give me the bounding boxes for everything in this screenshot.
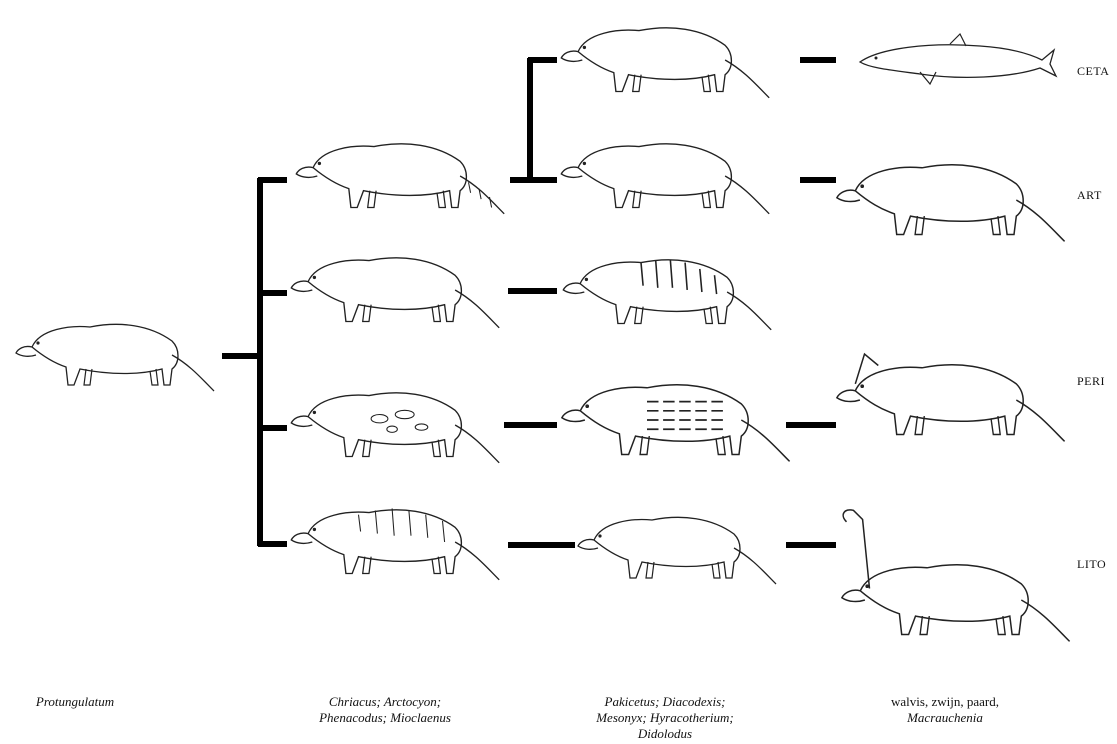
caption-col3-line1: Pakicetus; Diacodexis; bbox=[560, 694, 770, 710]
caption-column-3: Pakicetus; Diacodexis; Mesonyx; Hyracoth… bbox=[560, 694, 770, 742]
mioclaenus-drawing bbox=[291, 508, 499, 579]
phenacodus-drawing bbox=[291, 393, 499, 463]
didolodus-drawing bbox=[578, 517, 776, 584]
diacodexis-drawing bbox=[561, 144, 769, 214]
caption-col4-line1: walvis, zwijn, paard, bbox=[850, 694, 1040, 710]
group-label-lito: LITO bbox=[1077, 557, 1106, 572]
caption-protungulatum: Protungulatum bbox=[10, 694, 140, 710]
caption-col2-line1: Chriacus; Arctocyon; bbox=[290, 694, 480, 710]
caption-col3-line2: Mesonyx; Hyracotherium; bbox=[560, 710, 770, 726]
macrauchenia-drawing bbox=[842, 510, 1070, 642]
hyracotherium-drawing bbox=[562, 385, 790, 462]
caption-col4-line2: Macrauchenia bbox=[850, 710, 1040, 726]
chriacus-drawing bbox=[296, 144, 504, 214]
group-label-peri: PERI bbox=[1077, 374, 1105, 389]
group-label-art: ART bbox=[1077, 188, 1102, 203]
group-label-ceta: CETA bbox=[1077, 64, 1109, 79]
caption-col3-line3: Didolodus bbox=[560, 726, 770, 742]
protungulatum-drawing bbox=[16, 324, 214, 391]
caption-col2-line2: Phenacodus; Mioclaenus bbox=[290, 710, 480, 726]
arctocyon-drawing bbox=[291, 258, 499, 328]
caption-column-2: Chriacus; Arctocyon; Phenacodus; Mioclae… bbox=[290, 694, 480, 726]
mesonyx-drawing bbox=[563, 260, 771, 330]
pig-drawing bbox=[837, 165, 1065, 242]
caption-column-4: walvis, zwijn, paard, Macrauchenia bbox=[850, 694, 1040, 726]
pakicetus-drawing bbox=[561, 28, 769, 98]
horse-drawing bbox=[837, 354, 1065, 441]
tree-lines bbox=[222, 58, 836, 546]
caption-col1-line1: Protungulatum bbox=[10, 694, 140, 710]
whale-drawing bbox=[860, 34, 1056, 84]
